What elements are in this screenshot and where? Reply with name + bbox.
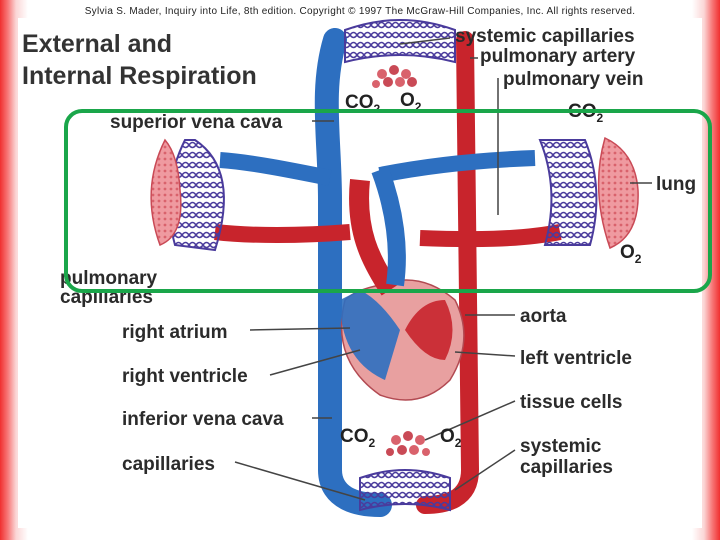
label-lung: lung <box>656 174 696 195</box>
label-systemic-capillaries-top: systemic capillaries <box>455 26 635 47</box>
gas-o2-top: O2 <box>400 90 422 114</box>
slide-title-line-1: External and <box>22 30 173 58</box>
right-pulmonary-vessels <box>378 139 598 248</box>
svg-text:O2: O2 <box>400 90 422 114</box>
label-capillaries: capillaries <box>122 454 215 475</box>
label-tissue-cells: tissue cells <box>520 392 622 413</box>
slide-title-line-2: Internal Respiration <box>22 62 257 90</box>
right-lung <box>597 136 639 250</box>
gas-o2-bottom: O2 <box>440 426 462 450</box>
label-pulmonary-artery: pulmonary artery <box>480 46 636 67</box>
label-aorta: aorta <box>520 306 567 327</box>
systemic-capillary-bed-bottom <box>359 431 451 512</box>
label-pulmonary-capillaries-line-1: pulmonary <box>60 268 158 289</box>
left-lung <box>150 138 182 246</box>
label-pulmonary-vein: pulmonary vein <box>503 69 643 90</box>
svg-text:CO2: CO2 <box>340 426 376 450</box>
gas-o2-right-lung: O2 <box>620 242 642 266</box>
svg-text:O2: O2 <box>440 426 462 450</box>
label-systemic-capillaries-bottom-line-2: capillaries <box>520 457 613 478</box>
label-right-atrium: right atrium <box>122 322 228 343</box>
tissue-cells-top <box>372 65 417 88</box>
label-right-ventricle: right ventricle <box>122 366 248 387</box>
tissue-cells-bottom <box>386 431 430 456</box>
gas-co2-bottom: CO2 <box>340 426 376 450</box>
systemic-capillary-bed-top <box>344 19 456 88</box>
label-superior-vena-cava: superior vena cava <box>110 112 283 133</box>
vena-cava-trunk <box>314 28 392 517</box>
left-pulmonary-vessels <box>168 139 351 252</box>
content-panel <box>18 18 702 528</box>
label-systemic-capillaries-bottom-line-1: systemic <box>520 436 602 457</box>
svg-text:O2: O2 <box>620 242 642 266</box>
leader-lines <box>234 37 652 501</box>
highlight-box <box>64 109 712 293</box>
heart <box>340 166 465 401</box>
label-left-ventricle: left ventricle <box>520 348 632 369</box>
label-inferior-vena-cava: inferior vena cava <box>122 409 284 430</box>
copyright-notice: Sylvia S. Mader, Inquiry into Life, 8th … <box>84 6 636 17</box>
